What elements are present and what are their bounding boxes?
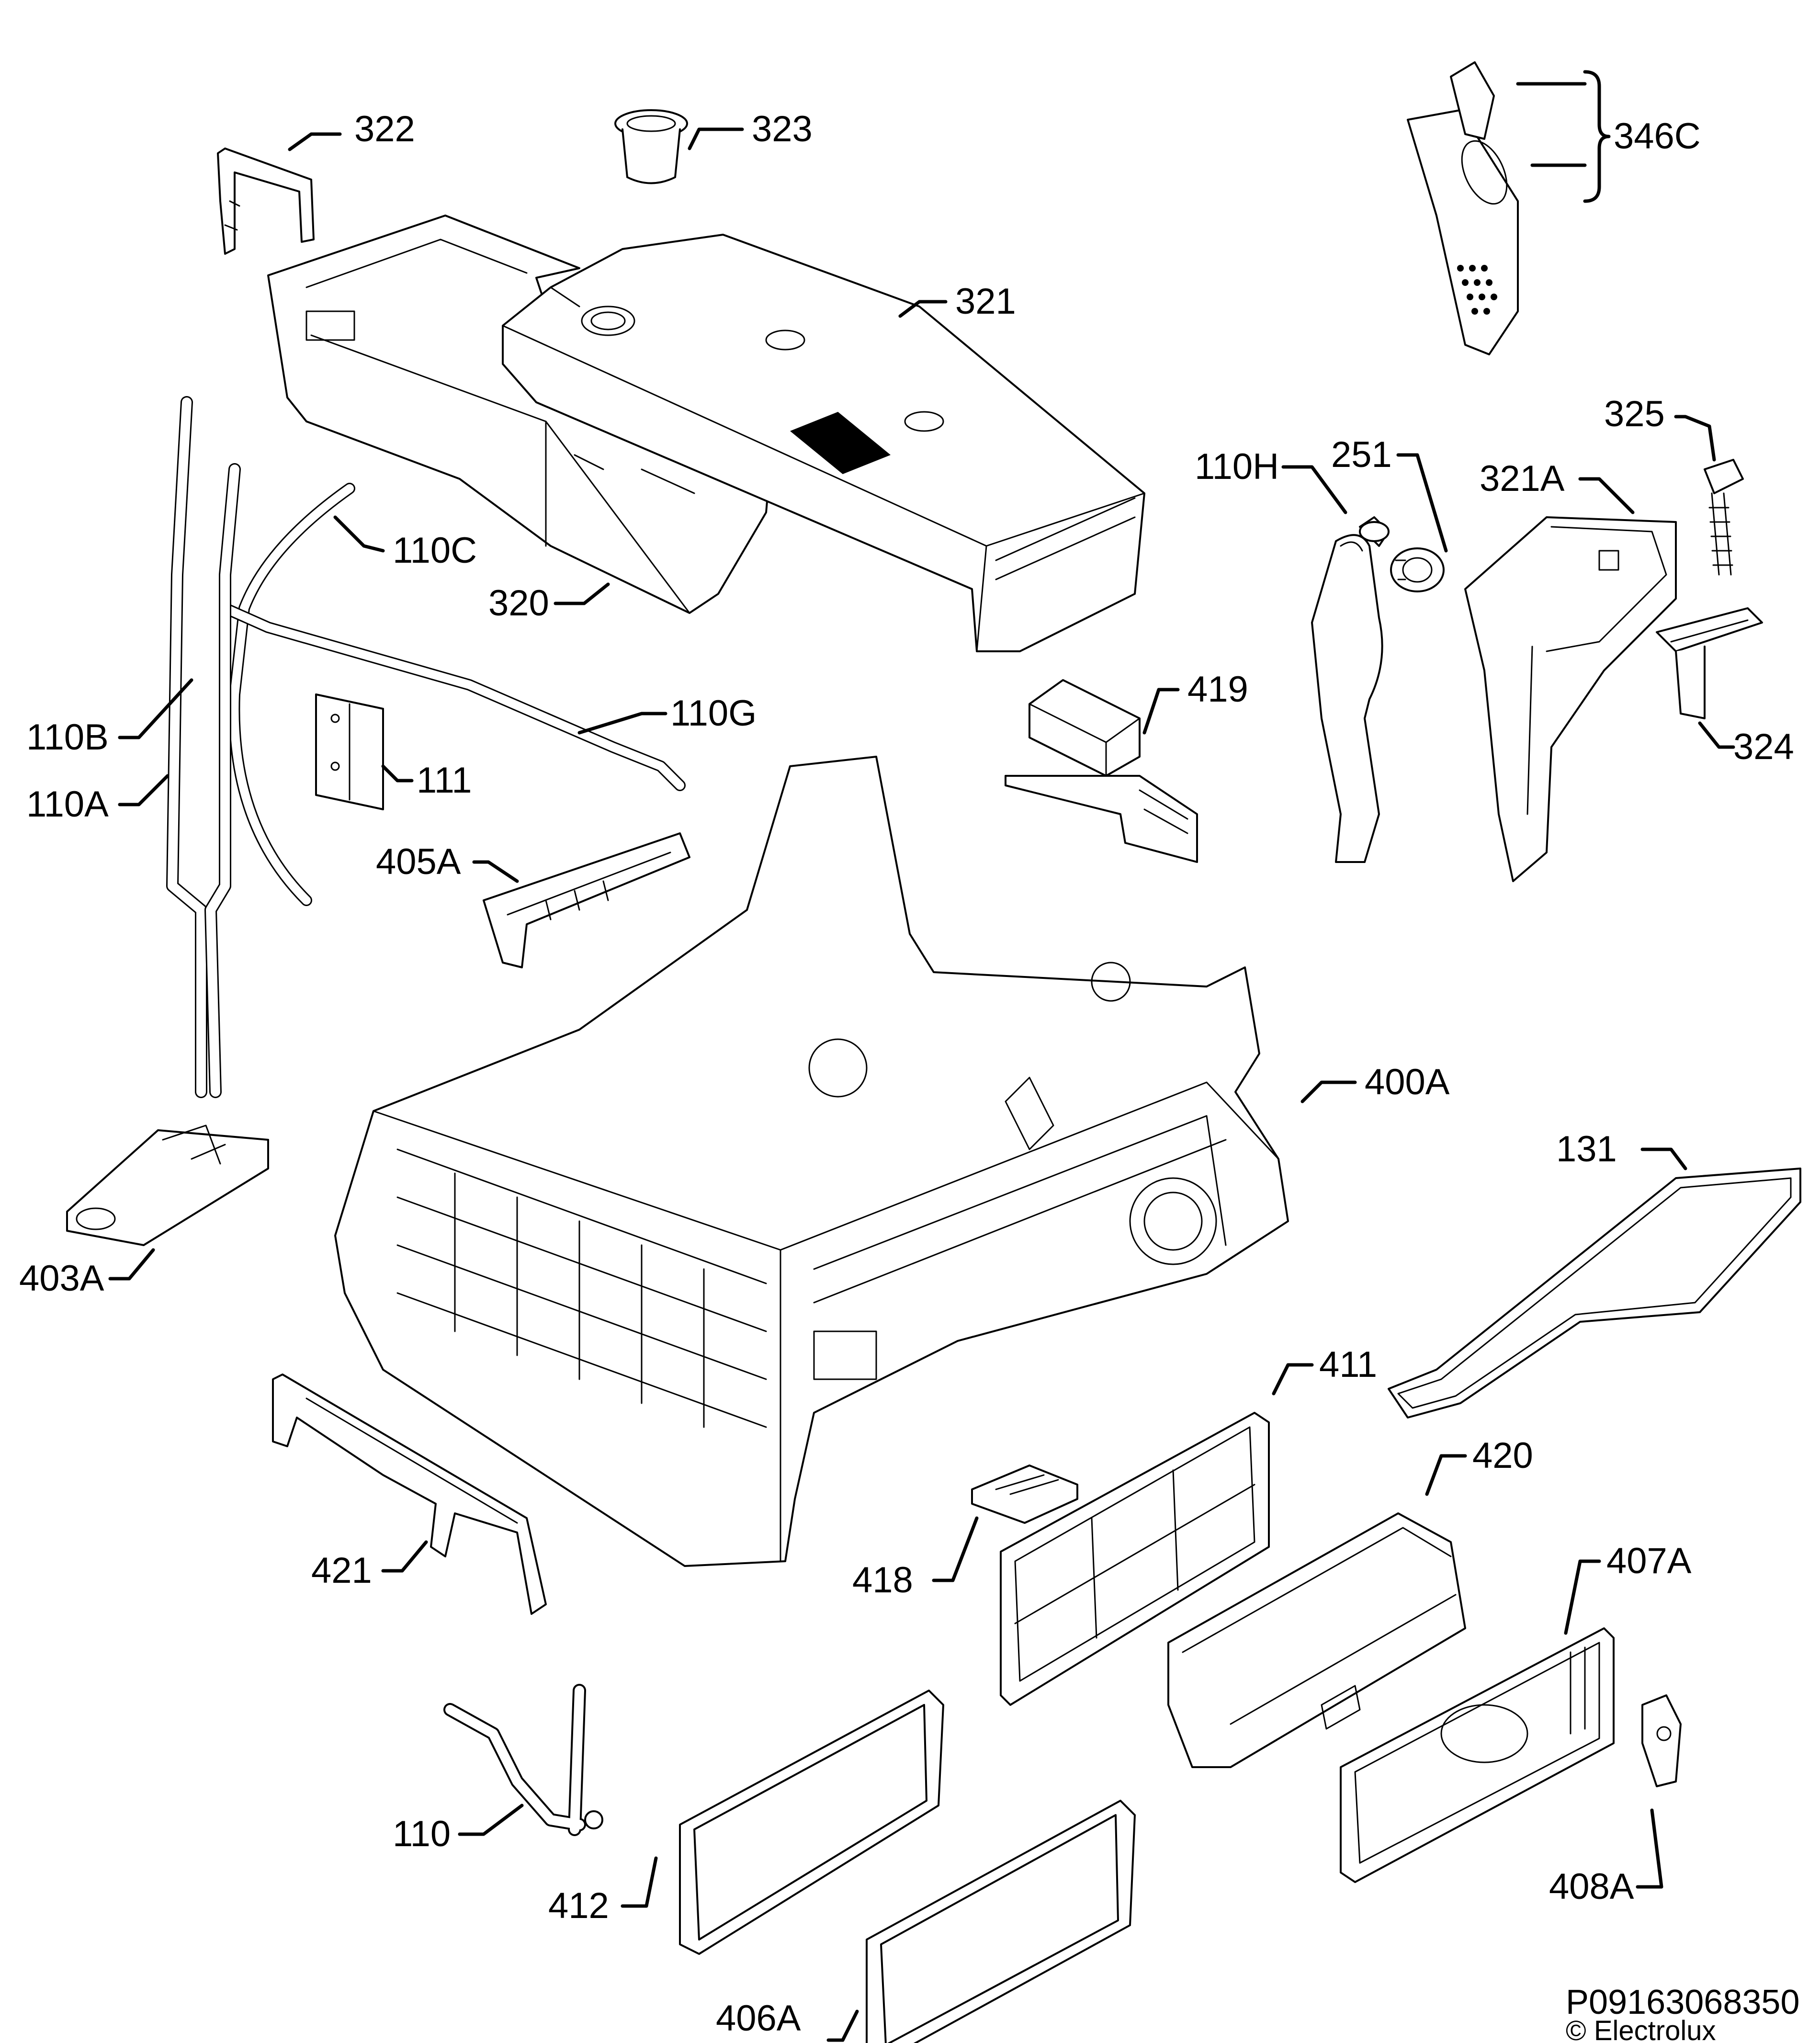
label-111: 111 [417, 760, 472, 801]
part-324-latch [1656, 607, 1763, 719]
copyright-notice: © Electrolux [1566, 2015, 1716, 2043]
drawing-code: P09163068350 [1566, 1983, 1800, 2021]
label-110B: 110B [26, 717, 109, 758]
label-407A: 407A [1606, 1541, 1692, 1581]
part-110C-hose [228, 483, 355, 906]
part-400A-base-frame [334, 756, 1289, 1567]
leader-lines [108, 70, 1735, 2042]
label-131: 131 [1556, 1129, 1617, 1169]
part-325-spring [1704, 459, 1744, 576]
label-110G: 110G [670, 693, 757, 734]
part-322-clip [217, 148, 315, 255]
part-418-clip [971, 1464, 1078, 1524]
part-323-cup [614, 109, 688, 184]
part-346C-handle [1407, 61, 1519, 355]
part-411-filter [1000, 1412, 1270, 1706]
label-110C: 110C [393, 530, 477, 571]
label-346C: 346C [1614, 116, 1701, 157]
label-411: 411 [1319, 1344, 1377, 1385]
label-323: 323 [752, 109, 813, 149]
part-406A-gasket [866, 1800, 1136, 2043]
label-320: 320 [488, 583, 549, 624]
part-405A-bracket [483, 832, 690, 968]
label-420: 420 [1472, 1435, 1533, 1476]
part-111-bracket [315, 693, 384, 810]
label-110H: 110H [1195, 446, 1279, 487]
label-408A: 408A [1549, 1866, 1634, 1907]
part-321-detergent-drawer [502, 234, 1145, 652]
label-405A: 405A [376, 841, 461, 882]
part-420-tray [1167, 1512, 1466, 1768]
part-110H-hose [1311, 516, 1390, 863]
label-251: 251 [1331, 434, 1392, 475]
label-325: 325 [1604, 394, 1665, 434]
label-110: 110 [393, 1814, 451, 1854]
label-321A: 321A [1480, 458, 1565, 499]
label-322: 322 [354, 109, 415, 149]
part-412-gasket [679, 1690, 944, 1955]
part-403A-bracket [66, 1124, 269, 1246]
label-321: 321 [955, 281, 1016, 322]
label-412: 412 [548, 1885, 609, 1926]
part-408A-latch [1641, 1694, 1682, 1787]
part-131-gasket [1388, 1168, 1801, 1419]
part-110G-hose [219, 602, 686, 791]
part-407A-panel [1340, 1627, 1615, 1883]
part-110A-110B-hoses [166, 396, 241, 1098]
part-321A-side-bracket [1464, 516, 1677, 882]
part-110-hose [443, 1684, 603, 1836]
label-418: 418 [852, 1560, 913, 1600]
part-421-bracket [272, 1373, 547, 1615]
label-419: 419 [1187, 669, 1248, 710]
part-labels: 322 323 346C 321 325 110H 251 321A 110C … [19, 109, 1794, 2039]
label-110A: 110A [26, 784, 109, 825]
label-400A: 400A [1365, 1062, 1450, 1102]
part-320-drawer-housing [267, 215, 777, 614]
part-251-ring [1390, 547, 1445, 592]
part-419-module [1005, 679, 1198, 863]
label-324: 324 [1733, 726, 1794, 767]
label-421: 421 [311, 1550, 372, 1591]
label-406A: 406A [716, 1998, 801, 2039]
label-403A: 403A [19, 1258, 104, 1299]
